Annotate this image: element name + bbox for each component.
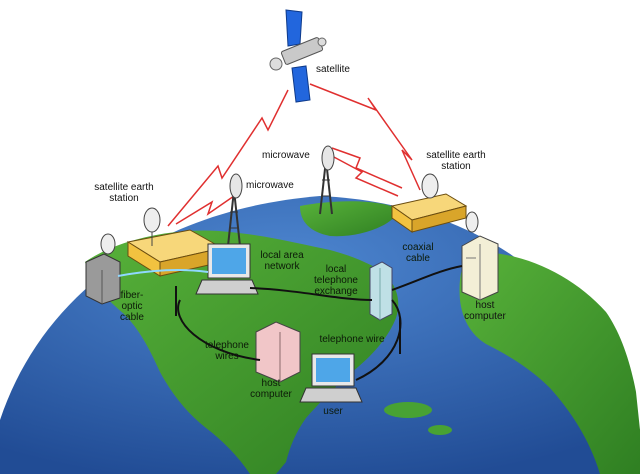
telephone-exchange-icon <box>369 261 393 321</box>
landmass-greenland <box>300 201 400 237</box>
signal-satellite-to-left-station <box>167 89 289 227</box>
landmass-island <box>384 402 432 418</box>
label-host-computer-right: host computer <box>464 300 506 322</box>
signal-satellite-to-right-station <box>309 83 421 191</box>
label-local-area-network: local area network <box>260 250 304 272</box>
label-satellite-earth-station-right: satellite earth station <box>426 150 486 172</box>
telephone-wire <box>177 299 261 361</box>
coaxial-cable <box>391 265 463 291</box>
host-computer-icon <box>461 235 499 301</box>
label-local-telephone-exchange: local telephone exchange <box>314 264 358 297</box>
host-computer-icon <box>255 321 301 383</box>
label-telephone-wire: telephone wire <box>319 334 385 345</box>
satellite-earth-station-icon <box>390 173 479 233</box>
label-microwave-left: microwave <box>246 180 294 191</box>
telephone-wire <box>249 287 373 301</box>
label-satellite-earth-station-left: satellite earth station <box>94 182 154 204</box>
signal-microwave-link-3 <box>175 195 235 225</box>
label-fiber-optic-cable: fiber- optic cable <box>120 290 144 323</box>
lan-computer-icon <box>195 243 259 295</box>
satellite-icon <box>269 9 327 103</box>
label-user: user <box>323 406 343 417</box>
landmass-north-america <box>85 230 399 474</box>
landmass-island <box>428 425 452 435</box>
label-satellite: satellite <box>316 64 350 75</box>
label-host-computer-center: host computer <box>250 378 292 400</box>
fiber-optic-cable <box>117 268 209 277</box>
signal-microwave-link-1 <box>331 147 403 189</box>
microwave-tower-icon <box>227 173 243 247</box>
label-coaxial-cable: coaxial cable <box>402 242 434 264</box>
signal-microwave-link-2 <box>331 155 399 197</box>
landmass-europe <box>459 251 640 474</box>
user-computer-icon <box>299 353 363 403</box>
label-microwave-top: microwave <box>262 150 310 161</box>
microwave-tower-icon <box>319 145 335 215</box>
server-icon <box>85 233 121 305</box>
label-telephone-wires: telephone wires <box>205 340 249 362</box>
telephone-wire <box>355 299 402 381</box>
